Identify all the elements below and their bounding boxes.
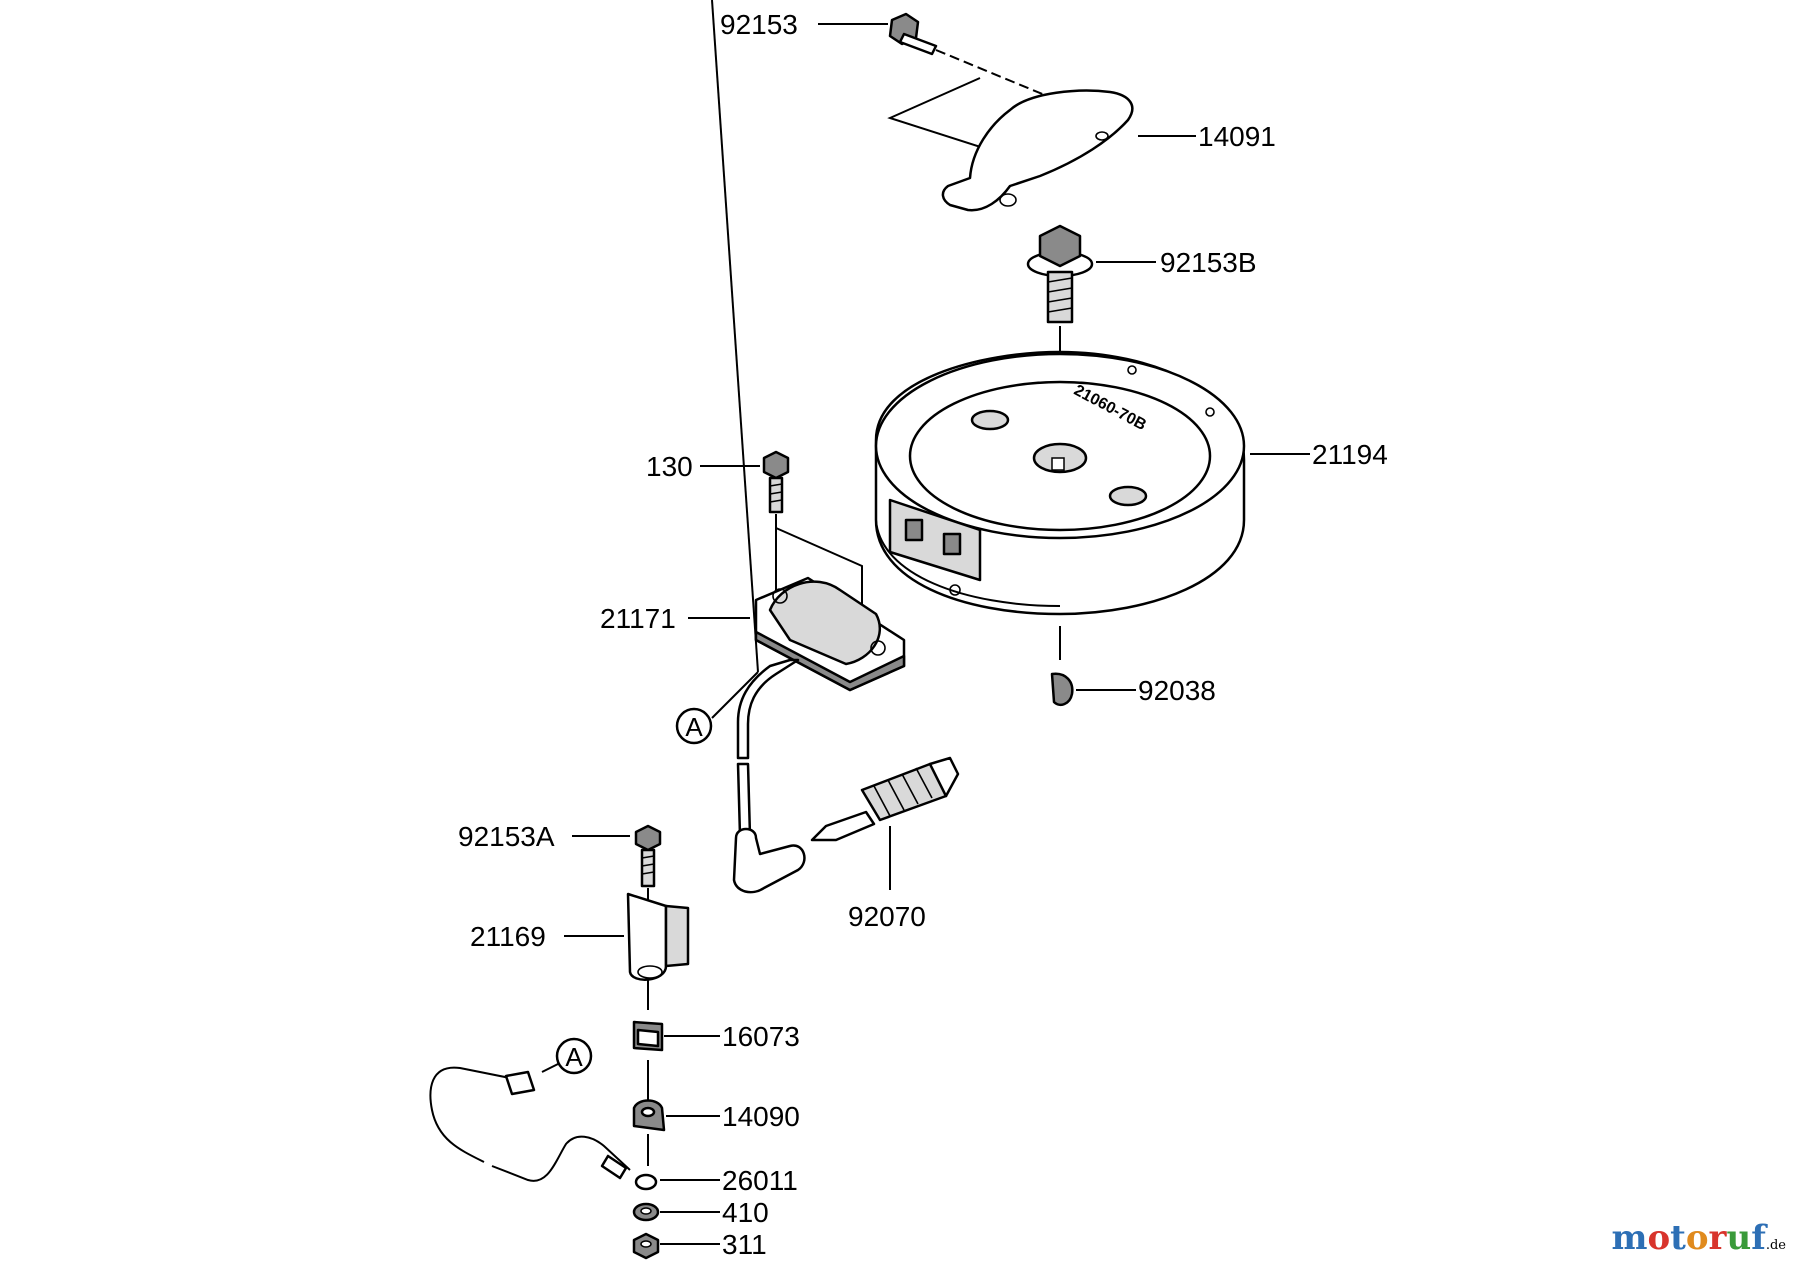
label-21171: 21171 xyxy=(600,603,676,634)
bolt-92153B xyxy=(1026,224,1094,450)
label-21194: 21194 xyxy=(1312,439,1388,470)
bolt-130 xyxy=(762,450,863,642)
washer-410 xyxy=(632,1202,660,1222)
svg-text:A: A xyxy=(565,1042,583,1072)
label-410: 410 xyxy=(722,1197,769,1228)
ground-wire-26011 xyxy=(429,1066,658,1191)
bracket-21169 xyxy=(626,892,690,981)
label-130: 130 xyxy=(646,451,693,482)
watermark-suffix: .de xyxy=(1765,1238,1786,1253)
label-92153: 92153 xyxy=(720,9,798,40)
cover-plate-14091 xyxy=(887,77,1134,212)
label-92070: 92070 xyxy=(848,901,926,932)
label-14090: 14090 xyxy=(722,1101,800,1132)
clip-16073 xyxy=(632,1020,664,1104)
reference-mark-a-coil: A xyxy=(675,0,759,745)
key-92038 xyxy=(1050,672,1074,706)
nut-311 xyxy=(632,1232,660,1260)
label-26011: 26011 xyxy=(722,1165,798,1196)
flywheel-21194 xyxy=(874,350,1246,660)
label-92153B: 92153B xyxy=(1160,247,1257,278)
holder-14090 xyxy=(632,1099,666,1166)
watermark-text: motoruf xyxy=(1611,1218,1766,1258)
label-21169: 21169 xyxy=(470,921,546,952)
bolt-92153A xyxy=(634,824,662,1010)
svg-text:A: A xyxy=(685,712,703,742)
label-311: 311 xyxy=(722,1229,767,1260)
spark-plug-lead xyxy=(732,762,806,894)
label-14091: 14091 xyxy=(1198,121,1276,152)
spark-plug-92070 xyxy=(810,756,960,890)
watermark-logo: motoruf.de xyxy=(1611,1218,1786,1258)
ignition-coil-21171 xyxy=(736,576,906,760)
reference-mark-a-ground: A xyxy=(541,1037,593,1075)
label-16073: 16073 xyxy=(722,1021,800,1052)
label-92153A: 92153A xyxy=(458,821,555,852)
label-92038: 92038 xyxy=(1138,675,1216,706)
